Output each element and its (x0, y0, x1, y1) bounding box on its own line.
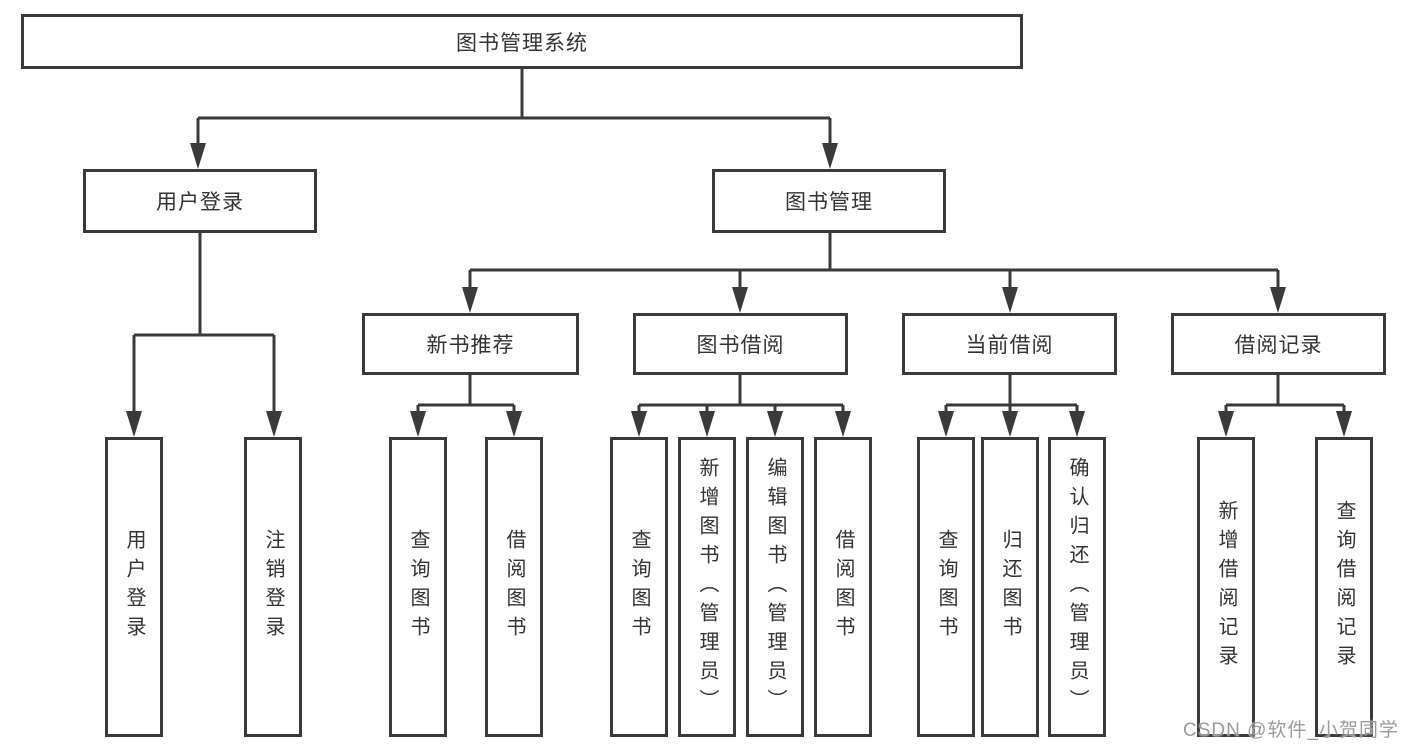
connector-record-to-leaves (1224, 375, 1346, 414)
node-label: 查询图书 (628, 529, 650, 645)
node-label: 新书推荐 (426, 334, 515, 357)
arrow-icon (266, 411, 282, 437)
node-label: 注销登录 (262, 529, 284, 645)
connector-root-to-level2 (196, 69, 832, 146)
node-label: 用户登录 (156, 191, 244, 214)
arrow-icon (732, 287, 748, 313)
leaf-borrow-book-recommend: 借阅图书 (485, 437, 543, 737)
arrow-icon (1002, 411, 1018, 437)
arrow-icon (410, 411, 426, 437)
node-label: 确认归还（管理员） (1066, 456, 1088, 718)
arrow-icon (126, 411, 142, 437)
node-user-login-module: 用户登录 (83, 169, 317, 233)
node-label: 图书管理系统 (456, 31, 588, 55)
arrow-icon (462, 287, 478, 313)
arrow-icon (835, 411, 851, 437)
node-label: 新增借阅记录 (1215, 500, 1237, 674)
node-borrow-record: 借阅记录 (1171, 313, 1386, 375)
node-label: 借阅图书 (503, 529, 525, 645)
node-label: 编辑图书（管理员） (764, 456, 786, 718)
connector-newbook-to-leaves (416, 375, 516, 414)
leaf-query-book-current: 查询图书 (917, 437, 975, 737)
arrow-icon (1002, 287, 1018, 313)
arrow-icon (1069, 411, 1085, 437)
node-root-system: 图书管理系统 (21, 14, 1023, 69)
arrow-icon (631, 411, 647, 437)
connector-bookmgmt-to-level3 (468, 233, 1280, 291)
arrowheads (126, 143, 1352, 437)
arrow-icon (1270, 287, 1286, 313)
arrow-icon (506, 411, 522, 437)
arrow-icon (1336, 411, 1352, 437)
node-label: 借阅图书 (832, 529, 854, 645)
leaf-borrow-book: 借阅图书 (814, 437, 872, 737)
node-label: 图书管理 (785, 191, 873, 214)
leaf-edit-book-admin: 编辑图书（管理员） (746, 437, 804, 737)
node-label: 当前借阅 (965, 334, 1054, 357)
node-label: 用户登录 (123, 529, 145, 645)
connector-current-to-leaves (944, 375, 1079, 414)
node-label: 查询借阅记录 (1333, 500, 1355, 674)
node-book-management-module: 图书管理 (712, 169, 946, 233)
connector-borrow-to-leaves (637, 375, 845, 414)
node-label: 查询图书 (407, 529, 429, 645)
node-label: 归还图书 (999, 529, 1021, 645)
arrow-icon (938, 411, 954, 437)
arrow-icon (1218, 411, 1234, 437)
arrow-icon (822, 143, 838, 169)
leaf-confirm-return-admin: 确认归还（管理员） (1048, 437, 1106, 737)
leaf-query-book-recommend: 查询图书 (389, 437, 447, 737)
leaf-add-book-admin: 新增图书（管理员） (678, 437, 736, 737)
node-label: 新增图书（管理员） (696, 456, 718, 718)
node-new-book-recommend: 新书推荐 (362, 313, 579, 375)
node-book-borrow: 图书借阅 (633, 313, 848, 375)
node-label: 借阅记录 (1234, 334, 1323, 357)
leaf-return-book: 归还图书 (981, 437, 1039, 737)
node-current-borrow: 当前借阅 (902, 313, 1117, 375)
leaf-logout: 注销登录 (244, 437, 302, 737)
arrow-icon (190, 143, 206, 169)
leaf-user-login: 用户登录 (105, 437, 163, 737)
arrow-icon (699, 411, 715, 437)
connector-userlogin-to-leaves (132, 232, 276, 414)
leaf-query-borrow-record: 查询借阅记录 (1315, 437, 1373, 737)
node-label: 查询图书 (935, 529, 957, 645)
arrow-icon (767, 411, 783, 437)
node-label: 图书借阅 (696, 334, 785, 357)
leaf-query-book-borrow: 查询图书 (610, 437, 668, 737)
leaf-add-borrow-record: 新增借阅记录 (1197, 437, 1255, 737)
